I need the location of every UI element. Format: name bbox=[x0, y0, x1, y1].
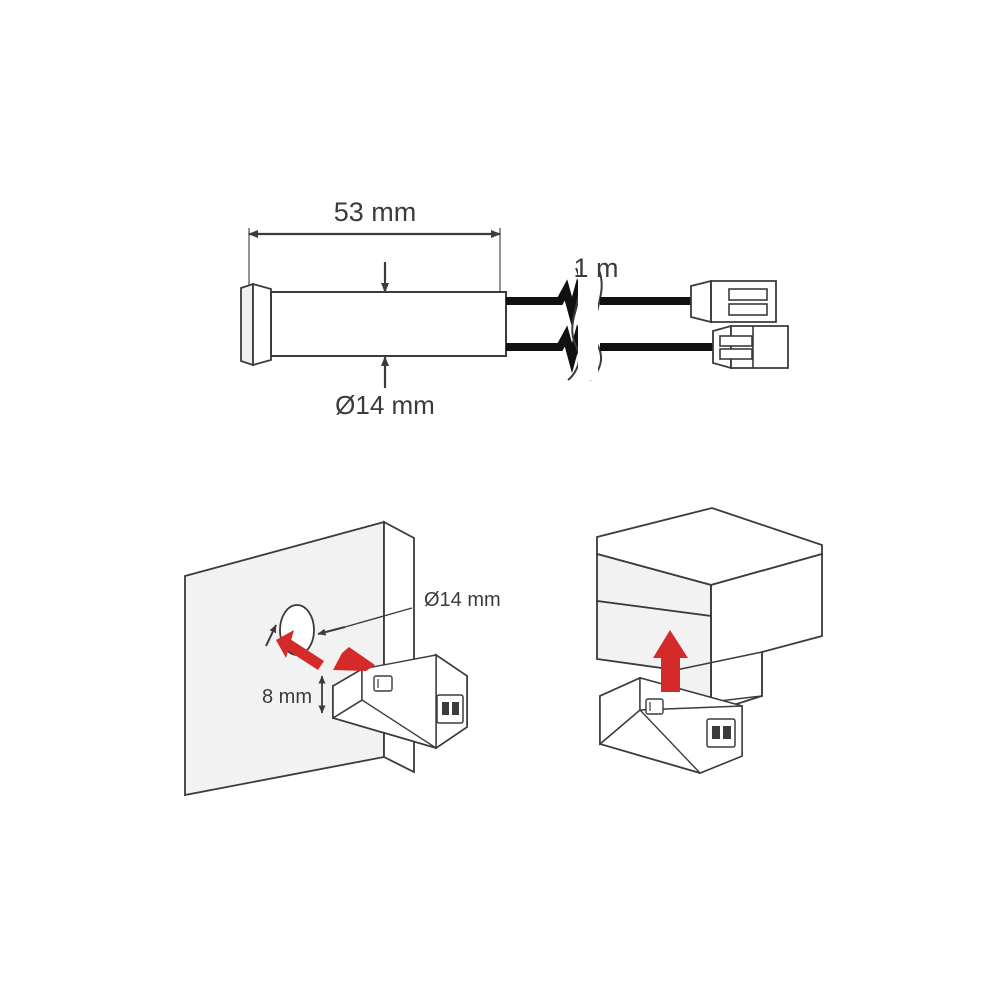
under-cabinet-mount-view bbox=[596, 507, 823, 774]
cable-length-label: 1 m bbox=[573, 253, 618, 283]
panel-thickness-dimension: 8 mm bbox=[262, 675, 326, 714]
sensor-bezel bbox=[240, 282, 272, 367]
cable-break-symbol bbox=[567, 267, 603, 381]
wall-panel bbox=[184, 520, 415, 797]
sensor-body bbox=[270, 291, 507, 357]
sensor-dimension-view: 53 mm Ø14 mm bbox=[240, 197, 789, 420]
diameter-dimension: Ø14 mm bbox=[335, 262, 435, 420]
connector-upper bbox=[690, 279, 777, 324]
sensor-insert-right bbox=[599, 676, 743, 774]
diameter-label: Ø14 mm bbox=[335, 390, 435, 420]
panel-thickness-label: 8 mm bbox=[262, 686, 312, 708]
sensor-end-connector-right bbox=[706, 718, 736, 748]
wall-mount-view: Ø14 mm 8 mm bbox=[184, 520, 501, 797]
mounting-arrow-right bbox=[653, 630, 688, 692]
hole-diameter-label: Ø14 mm bbox=[424, 589, 501, 611]
connector-lower bbox=[712, 324, 789, 370]
sensor-cable-left bbox=[506, 278, 587, 374]
insertion-arrow-left bbox=[276, 630, 375, 671]
length-label: 53 mm bbox=[334, 197, 417, 227]
length-dimension: 53 mm bbox=[248, 197, 501, 300]
sensor-end-connector-left bbox=[436, 694, 464, 724]
sensor-cable-right bbox=[600, 297, 713, 351]
sensor-insert-left bbox=[332, 653, 468, 750]
hole-diameter-dimension: Ø14 mm bbox=[265, 589, 501, 647]
